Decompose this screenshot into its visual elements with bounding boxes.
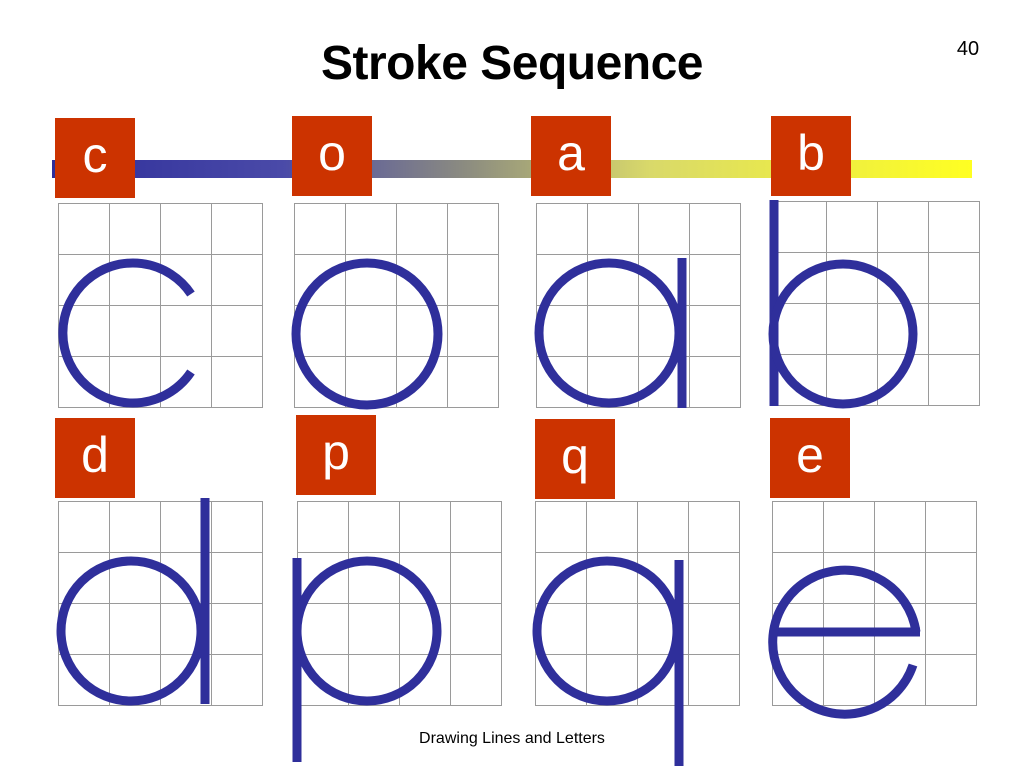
grid-e: [772, 501, 977, 706]
grid-q: [535, 501, 740, 706]
gradient-bar: [52, 160, 972, 178]
label-p: p: [296, 415, 376, 495]
footer-text: Drawing Lines and Letters: [419, 730, 605, 747]
label-e: e: [770, 418, 850, 498]
grid-b: [775, 201, 980, 406]
page-number: 40: [956, 38, 980, 60]
label-c: c: [55, 118, 135, 198]
label-a: a: [531, 116, 611, 196]
grid-d: [58, 501, 263, 706]
grid-p: [297, 501, 502, 706]
label-o: o: [292, 116, 372, 196]
grid-o: [294, 203, 499, 408]
slide-title: Stroke Sequence: [321, 37, 703, 90]
label-q: q: [535, 419, 615, 499]
label-b: b: [771, 116, 851, 196]
grid-a: [536, 203, 741, 408]
label-d: d: [55, 418, 135, 498]
grid-c: [58, 203, 263, 408]
